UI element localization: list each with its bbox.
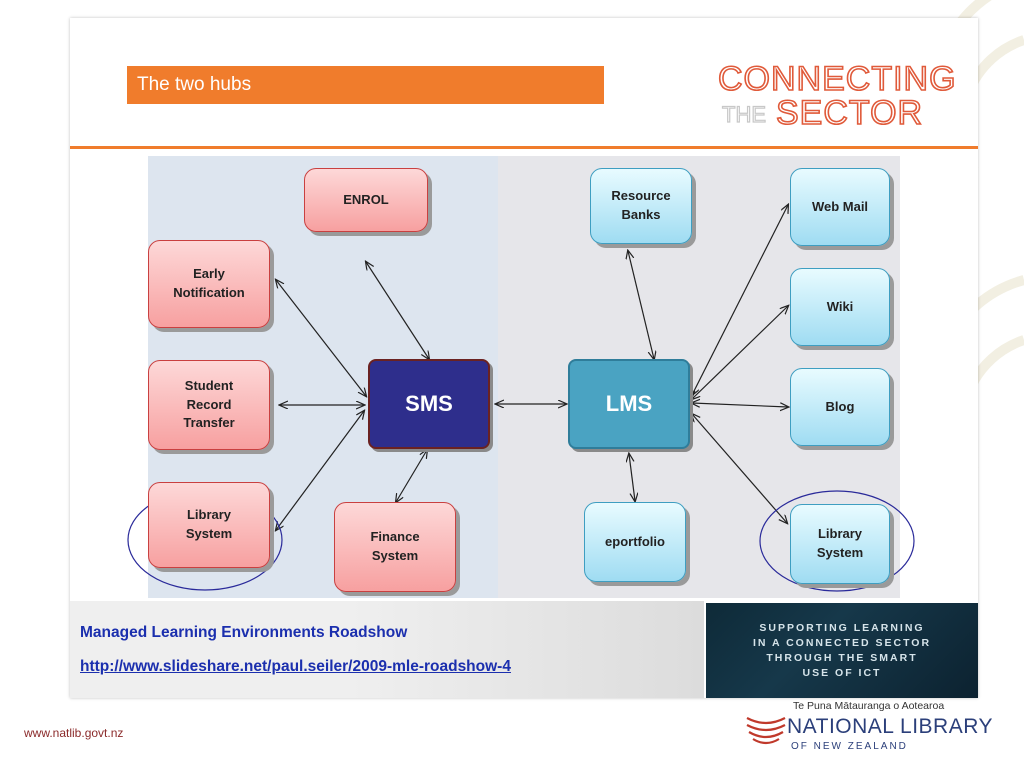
node-early-notification-line2: Notification (173, 285, 245, 300)
connector-early-sms (276, 280, 366, 396)
brand-line1: CONNECTING (718, 60, 957, 98)
natlib-url[interactable]: www.natlib.govt.nz (24, 726, 124, 740)
node-finance-line2: System (371, 548, 419, 563)
node-web-mail: Web Mail (790, 168, 890, 246)
connector-finance-sms (396, 450, 427, 502)
natlib-feather-icon (746, 717, 786, 745)
node-resource-line2: Banks (621, 207, 661, 222)
natlib-name: NATIONAL LIBRARY (787, 715, 994, 738)
node-webmail-label: Web Mail (811, 198, 869, 214)
node-library-system-lms: Library System (790, 504, 890, 584)
node-early-notification-line1: Early (193, 266, 225, 282)
banner-line-3: THROUGH THE SMART (766, 652, 918, 664)
node-finance-line1: Finance (370, 529, 420, 545)
brand-line2b: SECTOR (776, 94, 923, 132)
node-wiki-label: Wiki (826, 298, 854, 314)
node-library-lms-line1: Library (817, 526, 863, 542)
node-eportfolio-label: eportfolio (605, 533, 665, 549)
node-library-sms-line2: System (185, 526, 233, 541)
brand-line2a: THE (722, 102, 766, 127)
banner-line-1: SUPPORTING LEARNING (759, 622, 925, 634)
connector-resource-lms (628, 251, 654, 359)
banner-line-2: IN A CONNECTED SECTOR (752, 637, 932, 649)
node-student-line2: Record (186, 396, 232, 412)
node-blog: Blog (790, 368, 890, 446)
connector-lms-blog (692, 403, 788, 407)
node-library-sms-line1: Library (186, 507, 232, 523)
hub-sms-label: SMS (405, 391, 453, 417)
connector-lms-wiki (692, 306, 788, 399)
node-student-line1: Student (184, 377, 234, 393)
hub-lms: LMS (568, 359, 690, 449)
national-library-logo: Te Puna Mātauranga o Aotearoa NATIONAL L… (745, 700, 1007, 760)
connecting-the-sector-logo: CONNECTING THE SECTOR (718, 60, 957, 132)
footer-strip (70, 601, 704, 698)
slide-header: The two hubs CONNECTING THE SECTOR (70, 18, 978, 146)
hub-sms: SMS (368, 359, 490, 449)
node-library-lms-line2: System (816, 545, 864, 560)
node-resource-banks: Resource Banks (590, 168, 692, 244)
connector-lms-webmail (692, 205, 788, 395)
banner-line-4: USE OF ICT (802, 667, 882, 679)
roadshow-title: Managed Learning Environments Roadshow (80, 624, 408, 641)
node-wiki: Wiki (790, 268, 890, 346)
node-enrol: ENROL (304, 168, 428, 232)
node-student-line3: Transfer (183, 415, 235, 431)
connector-library-sms (276, 411, 364, 530)
orange-divider (70, 146, 978, 149)
natlib-maori-name: Te Puna Mātauranga o Aotearoa (793, 700, 945, 712)
node-resource-line1: Resource (611, 188, 671, 204)
highlight-circle-lms-library (759, 490, 915, 592)
natlib-subname: OF NEW ZEALAND (791, 741, 908, 752)
node-early-notification: Early Notification (148, 240, 270, 328)
slide-title: The two hubs (127, 66, 604, 104)
node-library-system-sms: Library System (148, 482, 270, 568)
roadshow-link[interactable]: http://www.slideshare.net/paul.seiler/20… (80, 658, 511, 675)
slide: The two hubs CONNECTING THE SECTOR (70, 18, 978, 698)
node-finance-system: Finance System (334, 502, 456, 592)
connector-enrol-sms (366, 262, 429, 359)
connector-lms-library (692, 414, 787, 523)
node-blog-label: Blog (825, 398, 855, 414)
node-student-record-transfer: Student Record Transfer (148, 360, 270, 450)
node-eportfolio: eportfolio (584, 502, 686, 582)
diagram-connectors (127, 18, 915, 592)
node-enrol-label: ENROL (343, 191, 389, 207)
supporting-learning-banner: SUPPORTING LEARNING IN A CONNECTED SECTO… (706, 603, 978, 698)
connector-eportfolio-lms (629, 454, 635, 501)
hub-lms-label: LMS (605, 391, 653, 417)
